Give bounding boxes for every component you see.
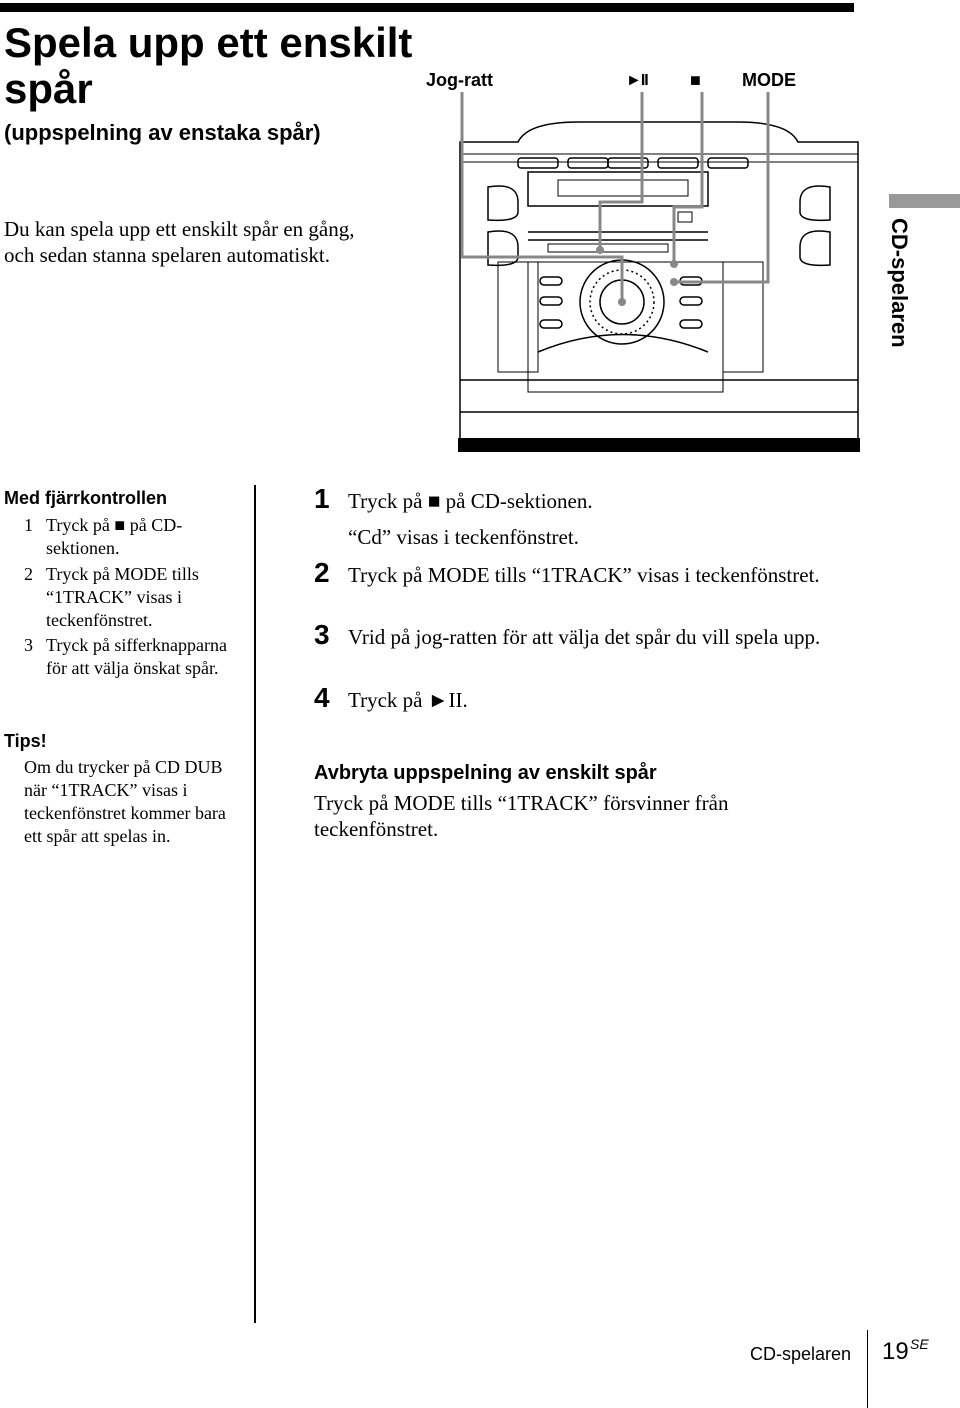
- step: 4 Tryck på ►II.: [314, 682, 834, 713]
- page-subtitle: (uppspelning av enstaka spår): [4, 120, 321, 145]
- step-text: Vrid på jog-ratten för att välja det spå…: [348, 625, 821, 649]
- step-text: Tryck på ►II.: [348, 688, 468, 712]
- step: 1 Tryck på ■ på CD-sektionen.: [314, 483, 834, 514]
- side-tab: CD-spelaren: [884, 218, 914, 368]
- cancel-text: Tryck på MODE tills “1TRACK” försvinner …: [314, 791, 729, 841]
- page-title: Spela upp ett enskilt spår: [4, 19, 413, 112]
- step-number: 3: [314, 619, 330, 650]
- page-number: 19: [882, 1338, 909, 1365]
- step-note: “Cd” visas i teckenfönstret.: [348, 525, 579, 549]
- step-text: Tryck på MODE tills “1TRACK” visas i tec…: [348, 563, 820, 587]
- side-tab-bar: [889, 194, 960, 208]
- remote-step-text: Tryck på sifferknapparna för att välja ö…: [46, 635, 227, 678]
- column-divider: [254, 485, 256, 1323]
- remote-heading: Med fjärrkontrollen: [4, 488, 168, 508]
- step-number: 1: [314, 483, 330, 514]
- remote-step: 1 Tryck på ■ på CD-sektionen.: [24, 514, 238, 560]
- remote-step-number: 2: [24, 564, 33, 584]
- callout-play-pause: ►II: [626, 72, 649, 89]
- step-text: Tryck på ■ på CD-sektionen.: [348, 489, 593, 513]
- intro-text: Du kan spela upp ett enskilt spår en gån…: [4, 217, 355, 267]
- tips-text: Om du trycker på CD DUB när “1TRACK” vis…: [24, 757, 226, 846]
- footer-section-label: CD-spelaren: [750, 1344, 852, 1364]
- cancel-heading: Avbryta uppspelning av enskilt spår: [314, 762, 657, 784]
- callout-stop: ■: [690, 70, 701, 90]
- callout-jog-dial: Jog-ratt: [426, 70, 493, 90]
- callout-mode: MODE: [742, 70, 796, 90]
- top-rule: [0, 3, 854, 12]
- step-number: 4: [314, 682, 330, 713]
- step-number: 2: [314, 557, 330, 588]
- side-tab-label: CD-spelaren: [887, 218, 912, 348]
- remote-step-number: 1: [24, 515, 33, 535]
- cd-player-diagram: [458, 92, 860, 452]
- footer-divider: [867, 1330, 868, 1408]
- remote-step-number: 3: [24, 635, 33, 655]
- remote-step: 2 Tryck på MODE tills “1TRACK” visas i t…: [24, 563, 238, 632]
- remote-step-text: Tryck på ■ på CD-sektionen.: [46, 515, 183, 558]
- remote-step: 3 Tryck på sifferknapparna för att välja…: [24, 634, 238, 680]
- step: 2 Tryck på MODE tills “1TRACK” visas i t…: [314, 557, 834, 588]
- tips-heading: Tips!: [4, 731, 47, 751]
- remote-step-text: Tryck på MODE tills “1TRACK” visas i tec…: [46, 564, 199, 630]
- page-number-suffix: SE: [910, 1336, 929, 1352]
- step: 3 Vrid på jog-ratten för att välja det s…: [314, 619, 834, 650]
